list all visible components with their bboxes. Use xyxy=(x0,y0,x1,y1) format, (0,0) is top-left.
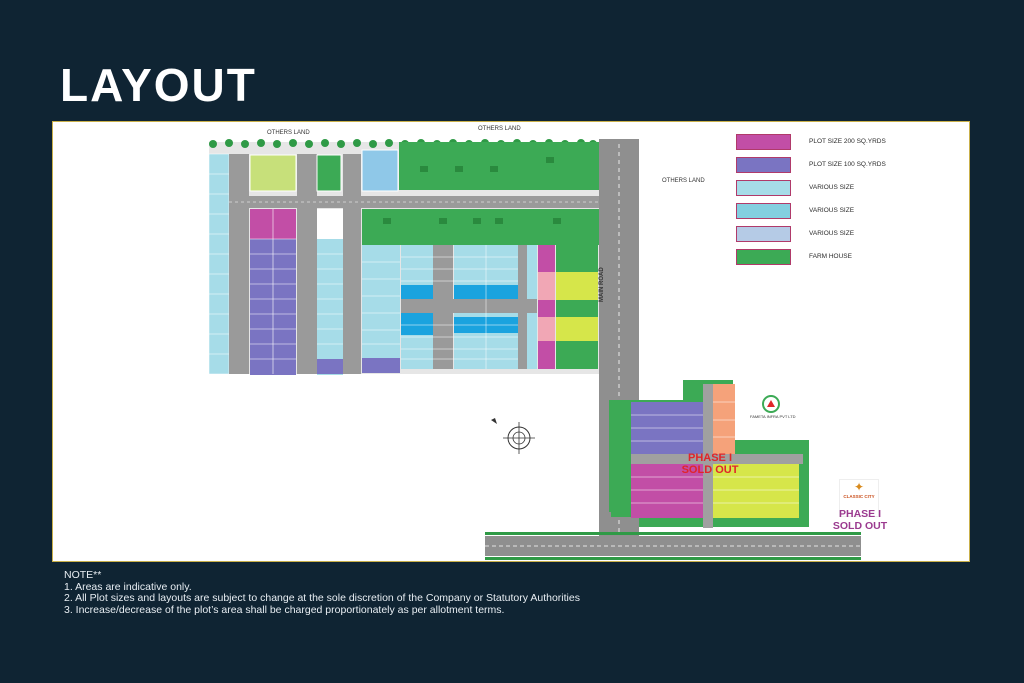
plot-column-west xyxy=(208,153,230,375)
legend-swatch xyxy=(736,225,791,242)
plot-column-c xyxy=(362,245,400,373)
main-road-label: MAIN ROAD xyxy=(599,267,605,302)
internal-road-1 xyxy=(229,154,249,374)
legend-item: VARIOUS SIZE xyxy=(736,176,956,199)
highway-tree-line xyxy=(485,532,861,560)
legend-swatch xyxy=(736,248,791,265)
center-block-dividers xyxy=(401,245,518,369)
legend-label: PLOT SIZE 200 SQ.YRDS xyxy=(809,138,886,145)
phase-one-overlay-line-2: SOLD OUT xyxy=(681,464,739,476)
farm-house-middle xyxy=(362,209,599,245)
phase-one-entry xyxy=(601,512,611,537)
compass-icon xyxy=(491,418,535,454)
plot-200-strip xyxy=(538,245,555,369)
legend-swatch xyxy=(736,179,791,196)
note-item: 1. Areas are indicative only. xyxy=(64,580,192,593)
internal-road-2 xyxy=(297,154,317,374)
legend-item: PLOT SIZE 200 SQ.YRDS xyxy=(736,130,956,153)
note-item: 3. Increase/decrease of the plot’s area … xyxy=(64,603,505,616)
plot-white-b xyxy=(317,209,343,239)
plot-column-west-dividers xyxy=(209,173,229,355)
note-item: 2. All Plot sizes and layouts are subjec… xyxy=(64,592,580,605)
internal-road-6 xyxy=(401,299,537,313)
page-title: LAYOUT xyxy=(60,59,257,111)
legend-item: VARIOUS SIZE xyxy=(736,222,956,245)
legend-item: FARM HOUSE xyxy=(736,245,956,268)
farm-house-middle-markers xyxy=(383,218,561,224)
phase-one-plots-yellow xyxy=(713,464,799,518)
legend-swatch xyxy=(736,156,791,173)
legend-label: VARIOUS SIZE xyxy=(809,207,855,214)
legend-item: PLOT SIZE 100 SQ.YRDS xyxy=(736,153,956,176)
plot-yellow-east-1 xyxy=(556,272,598,300)
farm-plot-a xyxy=(249,154,297,192)
farm-plot-b xyxy=(316,154,342,192)
plot-column-b-dividers xyxy=(317,253,343,345)
notes: NOTE** 1. Areas are indicative only. 2. … xyxy=(64,569,580,616)
others-land-label-top-right: OTHERS LAND xyxy=(478,126,521,132)
layout-plan: OTHERS LAND OTHERS LAND OTHERS LAND MAIN… xyxy=(52,121,970,562)
farm-house-east xyxy=(556,245,598,369)
notes-heading: NOTE** xyxy=(64,569,102,581)
phase-one-overlay: PHASE I SOLD OUT xyxy=(665,452,755,476)
others-land-label-right: OTHERS LAND xyxy=(662,178,705,184)
plot-pink-strip-2 xyxy=(538,317,555,341)
developer-logo xyxy=(762,395,780,413)
farm-house-top-markers xyxy=(420,157,554,172)
brand-logo-icon: ✦ xyxy=(853,480,865,494)
legend-label: VARIOUS SIZE xyxy=(809,184,855,191)
legend-label: FARM HOUSE xyxy=(809,253,852,260)
internal-road-horizontal xyxy=(229,196,599,208)
plot-100-c xyxy=(362,358,400,373)
phase-one-plots-peach xyxy=(713,384,735,454)
highway xyxy=(485,536,861,556)
developer-name: FAMETA INFRA PVT LTD xyxy=(750,414,796,419)
plot-blue-top xyxy=(361,149,399,192)
plot-yellow-east-2 xyxy=(556,317,598,341)
site-plan-drawing xyxy=(208,139,861,560)
legend-swatch xyxy=(736,133,791,150)
legend-label: PLOT SIZE 100 SQ.YRDS xyxy=(809,161,886,168)
plot-column-c-dividers xyxy=(362,261,400,345)
legend-swatch xyxy=(736,202,791,219)
phase-one-overlay-line-1: PHASE I xyxy=(687,452,732,464)
brand-logo-name: CLASSIC CITY xyxy=(843,494,875,499)
plot-100-b xyxy=(317,359,343,374)
internal-road-3 xyxy=(343,154,361,374)
plot-column-200-a-dividers xyxy=(250,209,296,374)
phase-one-badge-line-2: SOLD OUT xyxy=(832,520,888,532)
phase-one-plots-purple-2 xyxy=(631,464,703,518)
legend-label: VARIOUS SIZE xyxy=(809,230,855,237)
brand-logo: ✦ CLASSIC CITY xyxy=(839,479,879,517)
phase-one-road-2 xyxy=(631,454,803,464)
phase-one-badge: PHASE I SOLD OUT xyxy=(825,508,895,532)
plot-pink-strip xyxy=(538,272,555,300)
main-road-connector xyxy=(599,352,607,374)
phase-one-badge-line-1: PHASE I xyxy=(838,508,881,520)
legend-item: VARIOUS SIZE xyxy=(736,199,956,222)
legend: PLOT SIZE 200 SQ.YRDS PLOT SIZE 100 SQ.Y… xyxy=(736,130,956,268)
phase-one-dividers xyxy=(631,401,799,504)
others-land-label-top-left: OTHERS LAND xyxy=(267,130,310,136)
farm-house-top xyxy=(399,142,599,190)
